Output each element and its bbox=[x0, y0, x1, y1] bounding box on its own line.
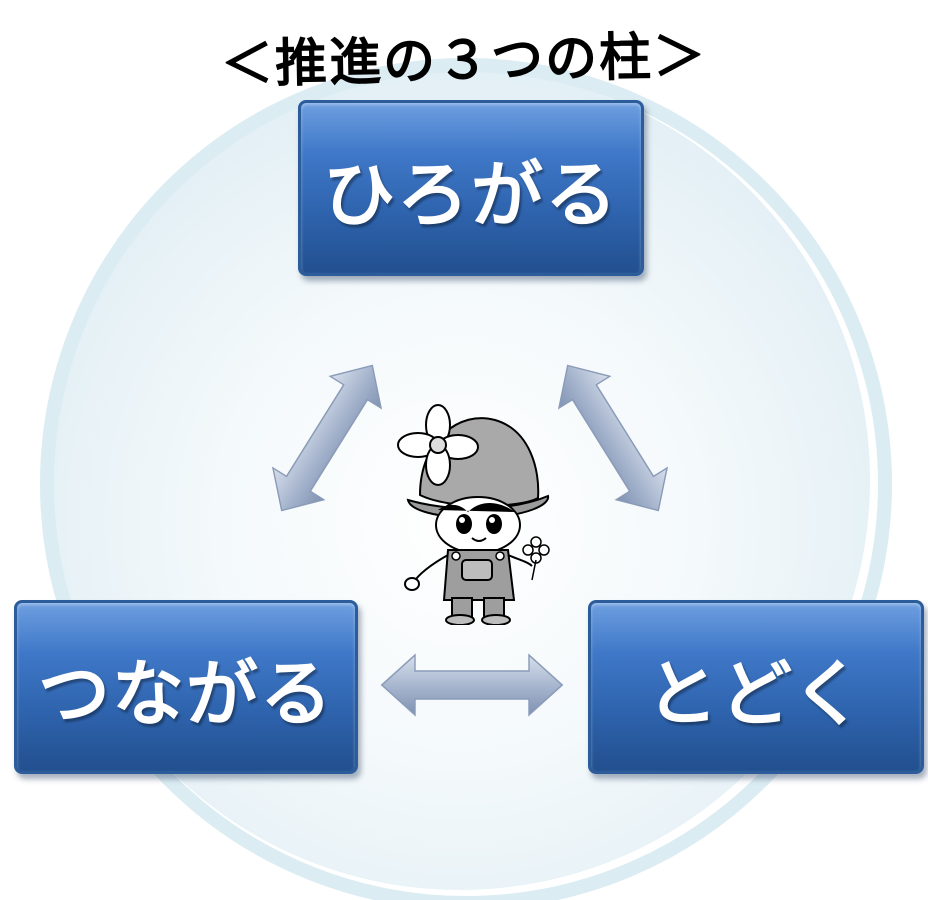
pillar-label-right: とどく bbox=[646, 651, 866, 736]
double-arrow-icon-bottom bbox=[381, 654, 563, 716]
pillar-box-top: ひろがる bbox=[298, 100, 644, 276]
double-arrow-icon-left bbox=[255, 348, 399, 528]
pillar-box-right: とどく bbox=[588, 600, 924, 774]
pillar-box-left: つながる bbox=[14, 600, 358, 774]
mascot-icon bbox=[397, 404, 550, 625]
pillar-label-left: つながる bbox=[37, 651, 334, 736]
double-arrow-icon-right bbox=[541, 348, 685, 528]
pillar-label-top: ひろがる bbox=[322, 152, 619, 237]
